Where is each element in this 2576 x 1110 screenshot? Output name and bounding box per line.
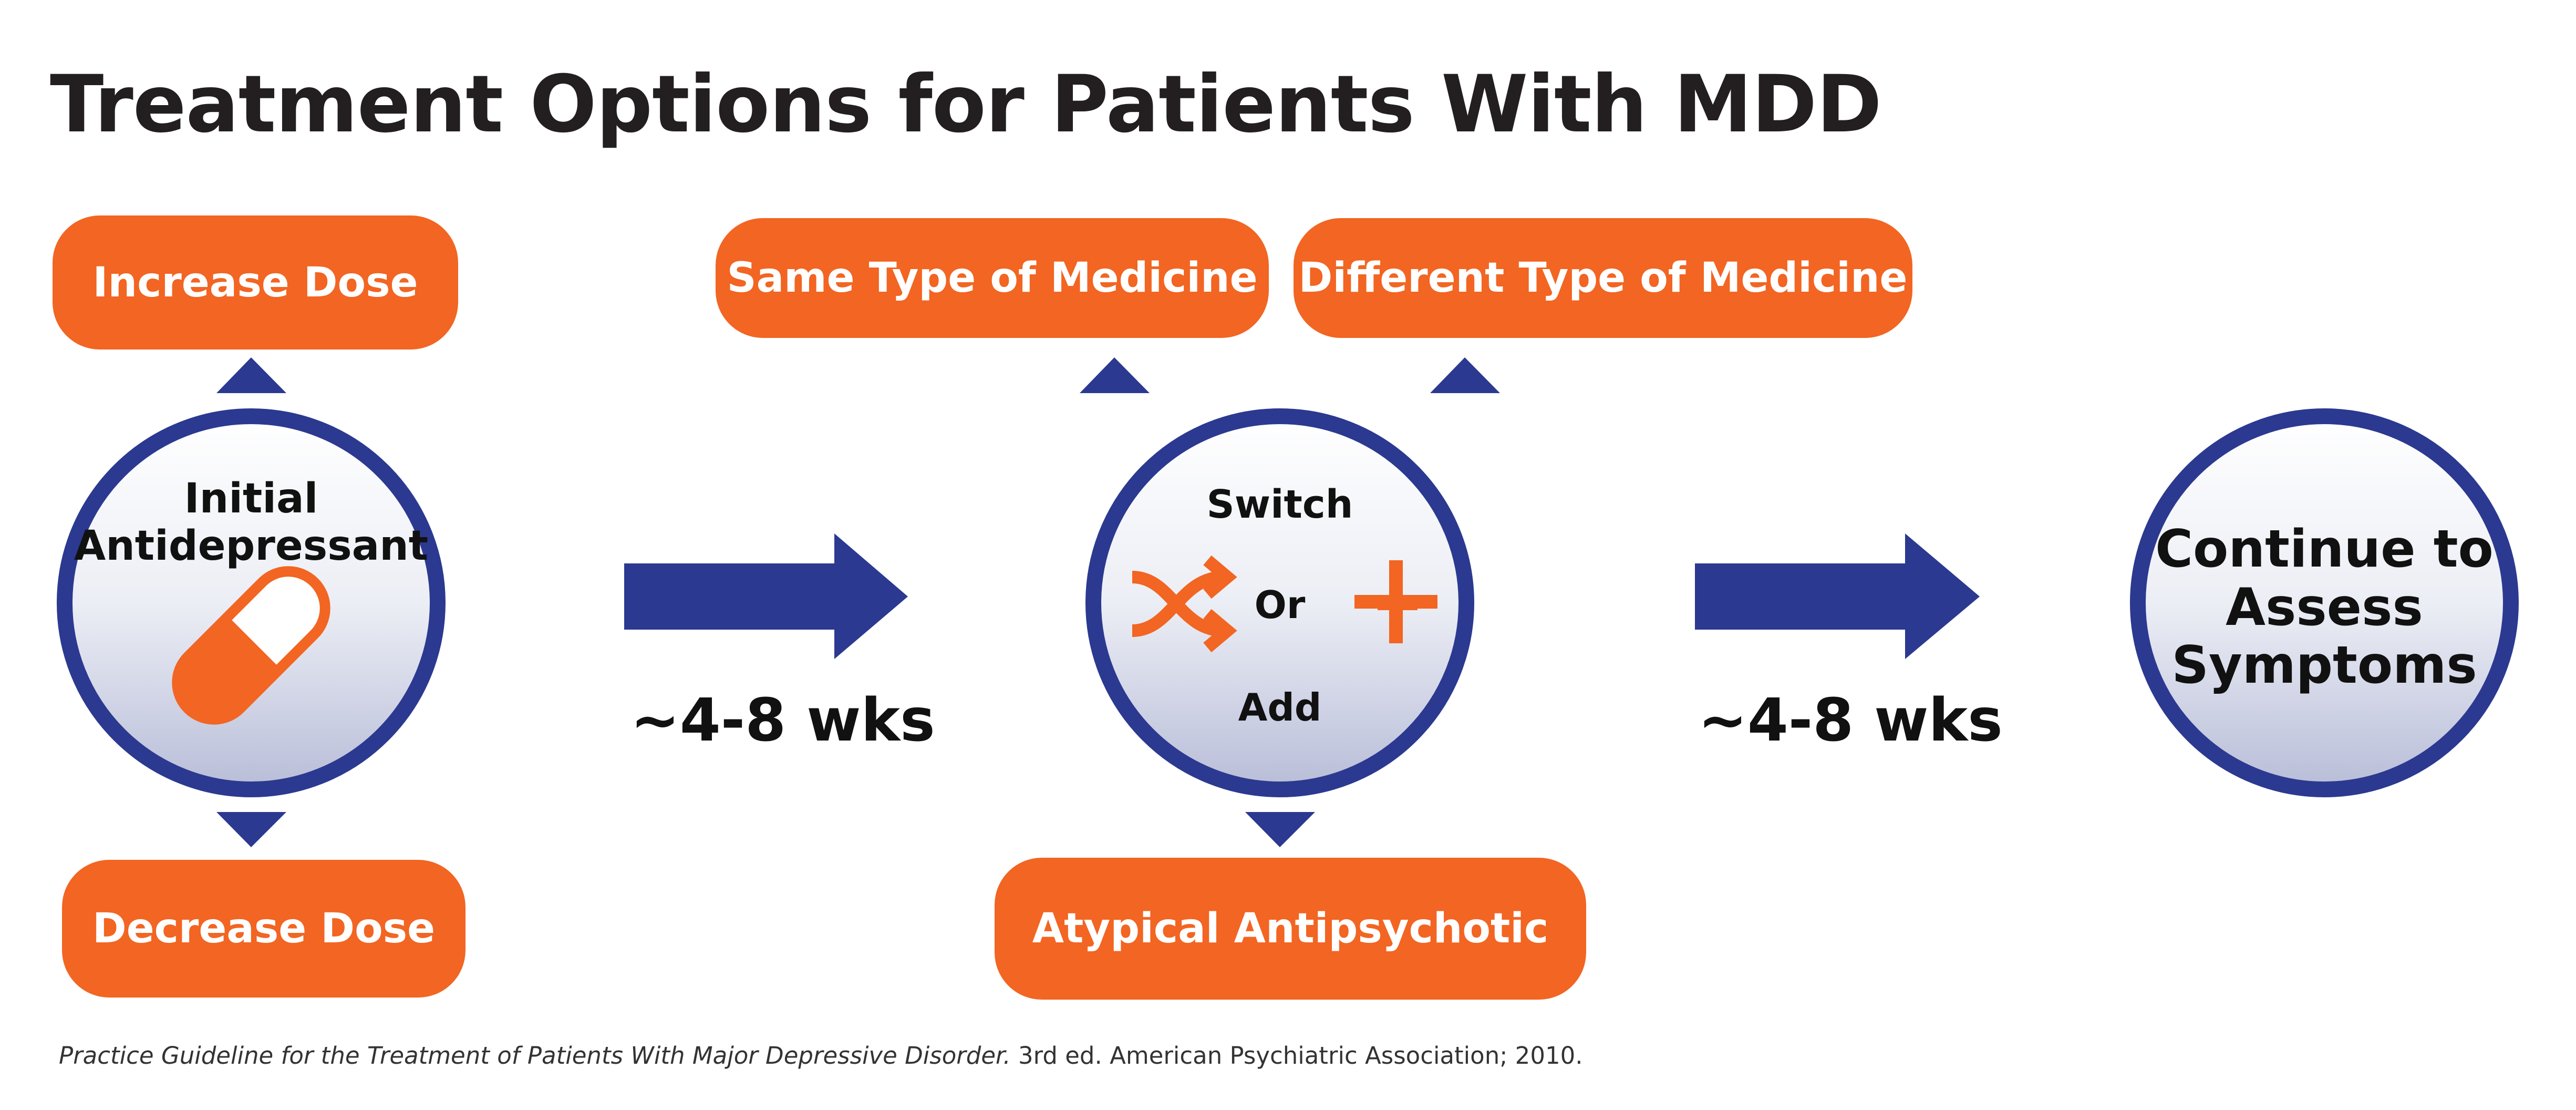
- decrease-dose-label: Decrease Dose: [92, 905, 436, 952]
- same-type-box: Same Type of Medicine: [716, 218, 1269, 338]
- shuffle-icon: [1132, 555, 1237, 653]
- increase-dose-label: Increase Dose: [92, 259, 418, 306]
- circle-line: Symptoms: [2171, 635, 2477, 696]
- interval-label: ~4-8 wks: [630, 686, 935, 755]
- page-title: Treatment Options for Patients With MDD: [50, 59, 1882, 150]
- up-triangle-icon: [1080, 357, 1150, 393]
- increase-dose-box: Increase Dose: [53, 215, 458, 350]
- interval-label: ~4-8 wks: [1698, 686, 2003, 755]
- down-triangle-icon: [1245, 812, 1315, 847]
- citation-title: Practice Guideline for the Treatment of …: [59, 1042, 1011, 1070]
- decrease-dose-box: Decrease Dose: [62, 860, 465, 998]
- down-triangle-icon: [216, 812, 286, 847]
- citation: Practice Guideline for the Treatment of …: [59, 1042, 1583, 1070]
- same-type-label: Same Type of Medicine: [727, 254, 1258, 302]
- right-arrow-icon: [1695, 533, 1980, 659]
- circle-line: Assess: [2226, 577, 2423, 638]
- different-type-label: Different Type of Medicine: [1298, 254, 1908, 302]
- switch-label: Switch: [1206, 482, 1353, 527]
- circle-line: Continue to: [2155, 519, 2494, 579]
- continue-assess-label: Continue to Assess Symptoms: [2140, 520, 2508, 695]
- atypical-antipsychotic-label: Atypical Antipsychotic: [1032, 905, 1549, 952]
- atypical-antipsychotic-box: Atypical Antipsychotic: [995, 858, 1586, 1000]
- circle-line: Antidepressant: [74, 522, 429, 570]
- citation-details: 3rd ed. American Psychiatric Association…: [1010, 1042, 1583, 1070]
- up-triangle-icon: [216, 357, 286, 393]
- plus-icon: [1354, 560, 1437, 643]
- circle-line: Initial: [184, 475, 318, 522]
- initial-antidepressant-label: Initial Antidepressant: [65, 475, 438, 570]
- right-arrow-icon: [624, 533, 908, 659]
- add-label: Add: [1238, 685, 1322, 729]
- capsule-icon: [172, 566, 330, 725]
- different-type-box: Different Type of Medicine: [1294, 218, 1912, 338]
- or-label: Or: [1254, 583, 1306, 627]
- up-triangle-icon: [1430, 357, 1500, 393]
